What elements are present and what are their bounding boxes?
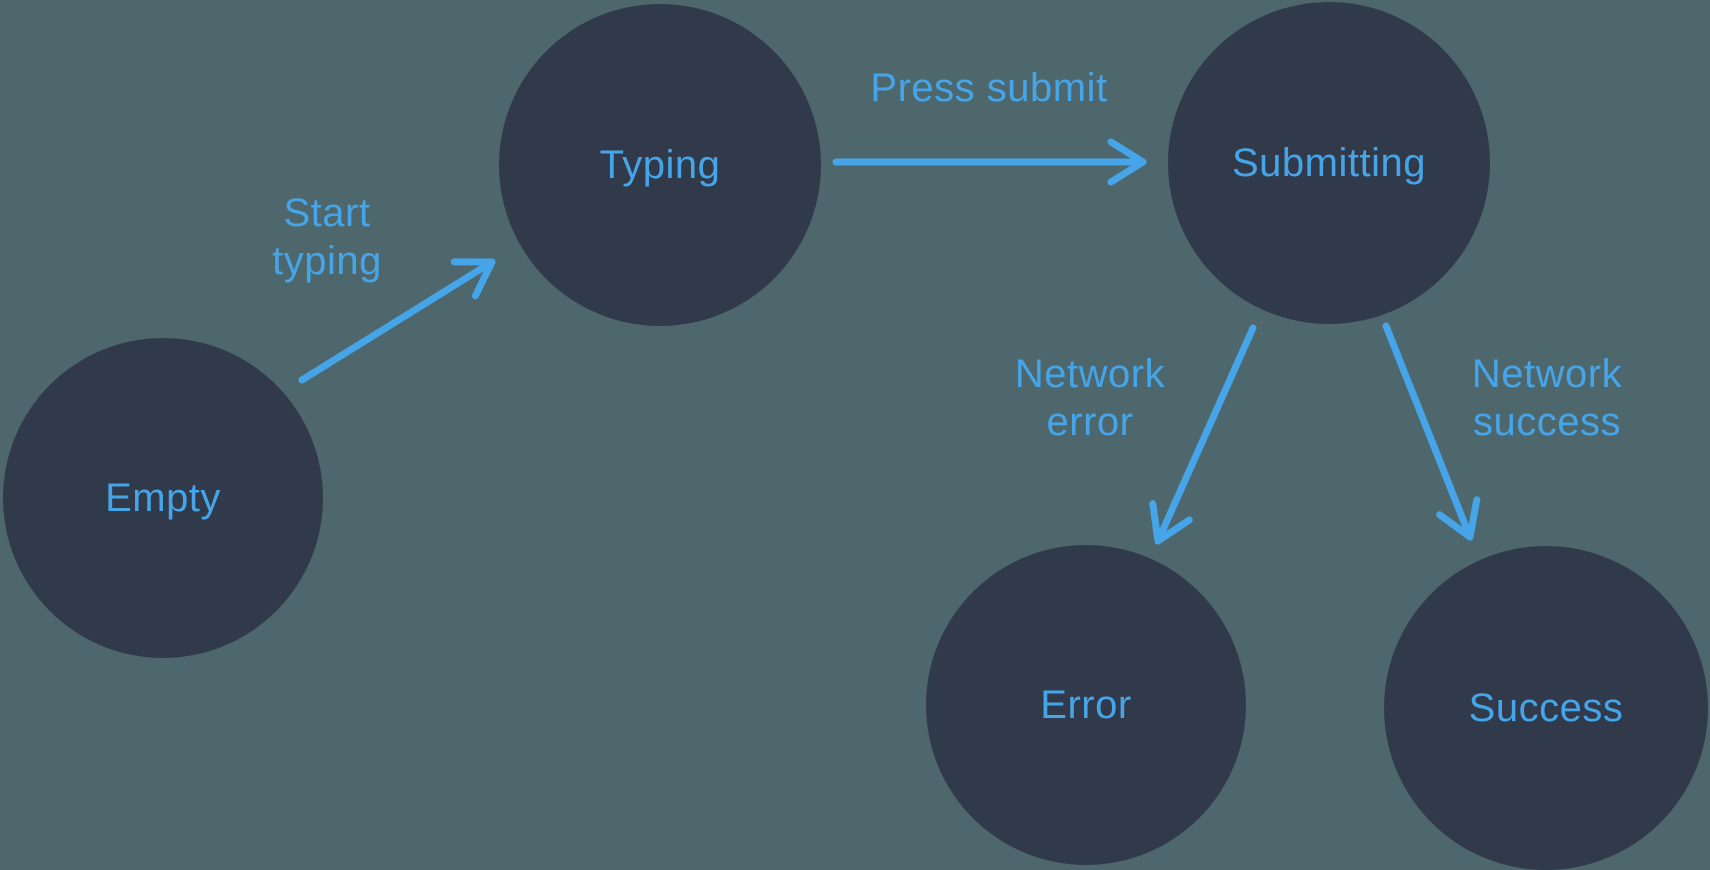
- state-label-submitting: Submitting: [1232, 140, 1426, 185]
- state-label-typing: Typing: [599, 142, 721, 187]
- transition-label-network-error: Network error: [1015, 350, 1165, 446]
- state-label-empty: Empty: [105, 475, 221, 520]
- transition-label-line: Network: [1014, 352, 1166, 396]
- state-label-error: Error: [1040, 682, 1132, 727]
- arrow-network-error: [1149, 324, 1257, 545]
- transition-label-press-submit: Press submit: [870, 64, 1107, 112]
- state-label-success: Success: [1468, 685, 1624, 730]
- state-node-typing: Typing: [499, 4, 821, 326]
- state-node-empty: Empty: [3, 338, 323, 658]
- state-node-success: Success: [1384, 546, 1708, 870]
- state-node-submitting: Submitting: [1168, 2, 1490, 324]
- transition-label-line: success: [1472, 400, 1621, 444]
- arrow-network-success: [1382, 322, 1481, 541]
- transition-label-line: Network: [1471, 352, 1623, 396]
- transition-label-line: Start: [283, 191, 371, 235]
- transition-label-line: Press submit: [870, 66, 1108, 110]
- state-node-error: Error: [926, 545, 1246, 865]
- transition-label-start-typing: Start typing: [272, 189, 382, 285]
- transition-label-line: typing: [272, 239, 382, 283]
- transition-label-line: error: [1046, 400, 1134, 444]
- transition-label-network-success: Network success: [1472, 350, 1622, 446]
